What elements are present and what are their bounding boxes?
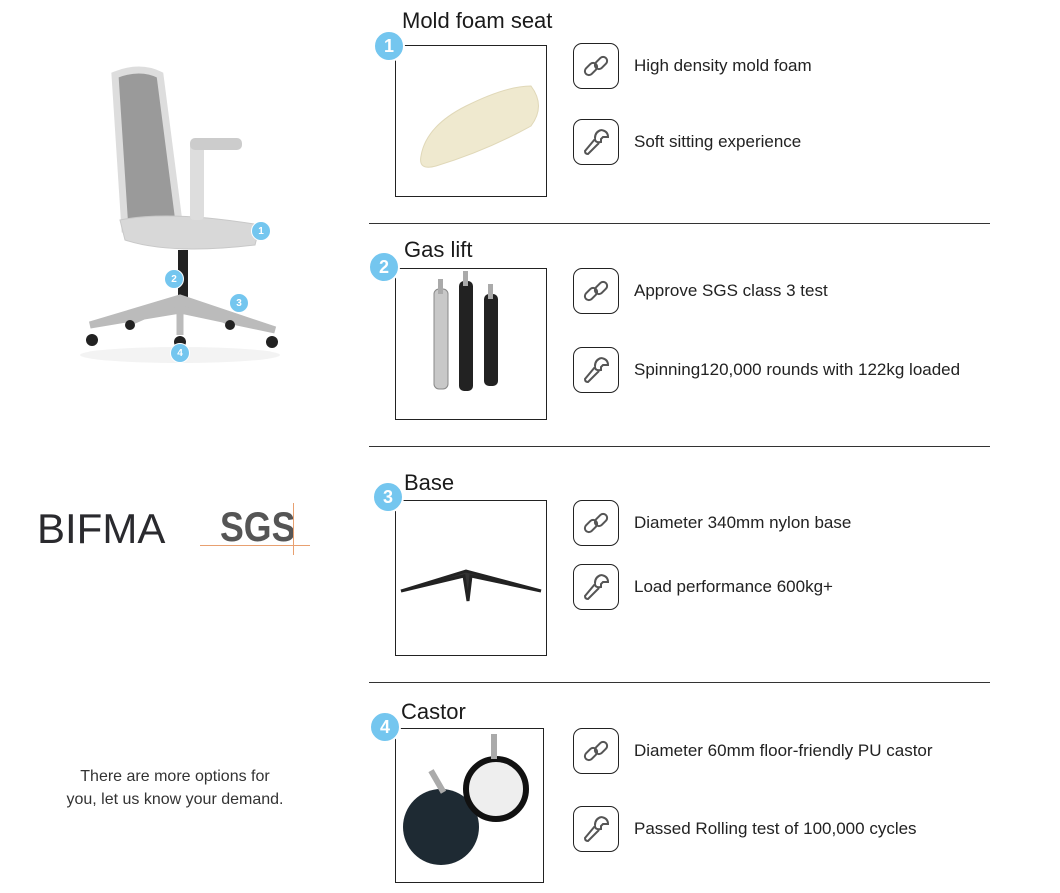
note-line-2: you, let us know your demand. [66, 791, 284, 808]
feature-text: High density mold foam [634, 56, 812, 75]
gas-lift-image [395, 268, 547, 420]
section-divider [369, 223, 990, 224]
section-divider [369, 446, 990, 447]
section-title-mold-foam-seat: Mold foam seat [402, 8, 553, 33]
feature-text: Approve SGS class 3 test [634, 281, 828, 300]
section-title-castor: Castor [401, 699, 466, 724]
section-badge-1: 1 [373, 30, 405, 62]
feature-text: Spinning120,000 rounds with 122kg loaded [634, 360, 961, 379]
bifma-logo: BIFMA [37, 505, 166, 552]
sgs-text: SGS [220, 503, 296, 550]
section-title-base: Base [404, 470, 455, 495]
note-line-1: There are more options for [80, 768, 270, 785]
feature-text: Soft sitting experience [634, 132, 802, 151]
wrench-icon [573, 806, 619, 852]
feature-text: Passed Rolling test of 100,000 cycles [634, 819, 917, 838]
section-badge-3: 3 [372, 481, 404, 513]
office-chair-image [80, 66, 280, 363]
section-title-gas-lift: Gas lift [404, 237, 473, 262]
foam-seat-image [395, 45, 547, 197]
sgs-logo: SGS [200, 503, 310, 555]
more-options-note: There are more options for you, let us k… [40, 765, 310, 811]
section-badge-2: 2 [368, 251, 400, 283]
chain-link-icon [573, 728, 619, 774]
feature-text: Diameter 340mm nylon base [634, 513, 852, 532]
section-divider [369, 682, 990, 683]
chair-marker-2: 2 [164, 269, 184, 289]
base-image [395, 500, 547, 656]
castor-image [395, 728, 544, 883]
chain-link-icon [573, 43, 619, 89]
chain-link-icon [573, 268, 619, 314]
wrench-icon [573, 119, 619, 165]
chair-marker-4: 4 [170, 343, 190, 363]
chair-marker-3: 3 [229, 293, 249, 313]
wrench-icon [573, 564, 619, 610]
section-badge-4: 4 [369, 711, 401, 743]
feature-text: Diameter 60mm floor-friendly PU castor [634, 741, 933, 760]
feature-text: Load performance 600kg+ [634, 577, 833, 596]
chair-marker-1: 1 [251, 221, 271, 241]
wrench-icon [573, 347, 619, 393]
chain-link-icon [573, 500, 619, 546]
